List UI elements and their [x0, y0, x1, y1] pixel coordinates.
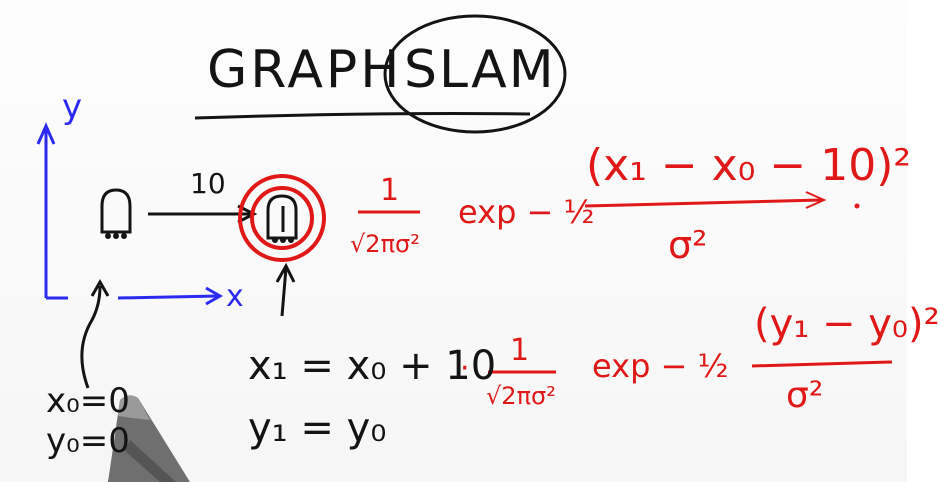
pose-1-inner-red-circle — [250, 186, 314, 250]
pointer-arrowhead-pose-0 — [90, 278, 110, 297]
formula-x-numerator: (x₁ − x₀ − 10)² — [586, 140, 911, 191]
formula-y-coef-denominator: √2πσ² — [486, 382, 556, 410]
initial-y0: y₀=0 — [46, 421, 130, 461]
formula-x-dot — [854, 203, 860, 209]
formula-x-coef-denominator: √2πσ² — [350, 230, 420, 258]
formula-x-coef-numerator: 1 — [380, 173, 400, 208]
formula-y-dot: · — [460, 351, 470, 386]
title-underline — [194, 112, 531, 120]
constraint-y: y₁ = y₀ — [248, 405, 387, 451]
pose-1-outer-red-circle — [238, 174, 326, 262]
slam-circle — [383, 14, 567, 134]
pointer-arrow-pose-1 — [280, 267, 288, 317]
motion-distance-label: 10 — [190, 167, 226, 200]
formula-x-exp: exp − ½ — [458, 193, 595, 231]
y-axis-label: y — [62, 87, 83, 127]
y-axis-arrowhead — [36, 122, 56, 145]
initial-x0: x₀=0 — [46, 381, 130, 421]
formula-y-fraction-bar — [751, 360, 893, 368]
pointer-arrow-pose-0 — [80, 285, 102, 389]
constraint-x: x₁ = x₀ + 10 — [248, 343, 497, 389]
formula-y-coef-numerator: 1 — [510, 333, 530, 368]
pointer-arrowhead-pose-1 — [275, 262, 296, 283]
x-axis-arrowhead — [205, 286, 224, 306]
drawing-layer — [36, 14, 893, 482]
formula-y-denominator: σ² — [786, 375, 824, 416]
formula-x-fraction-bar — [584, 198, 823, 208]
title-slam: SLAM — [404, 40, 556, 100]
marker-pen-image — [108, 395, 190, 482]
x-axis-label: x — [226, 279, 244, 314]
robot-pose-0-icon — [100, 188, 132, 239]
robot-pose-1-icon — [266, 194, 298, 243]
formula-y-numerator: (y₁ − y₀)² — [754, 301, 940, 347]
formula-x-bar-arrowhead — [805, 191, 827, 209]
formula-x-denominator: σ² — [668, 223, 708, 267]
title-graph: GRAPH — [207, 40, 403, 100]
formula-y-exp: exp − ½ — [592, 347, 729, 385]
x-axis-line — [117, 294, 219, 300]
